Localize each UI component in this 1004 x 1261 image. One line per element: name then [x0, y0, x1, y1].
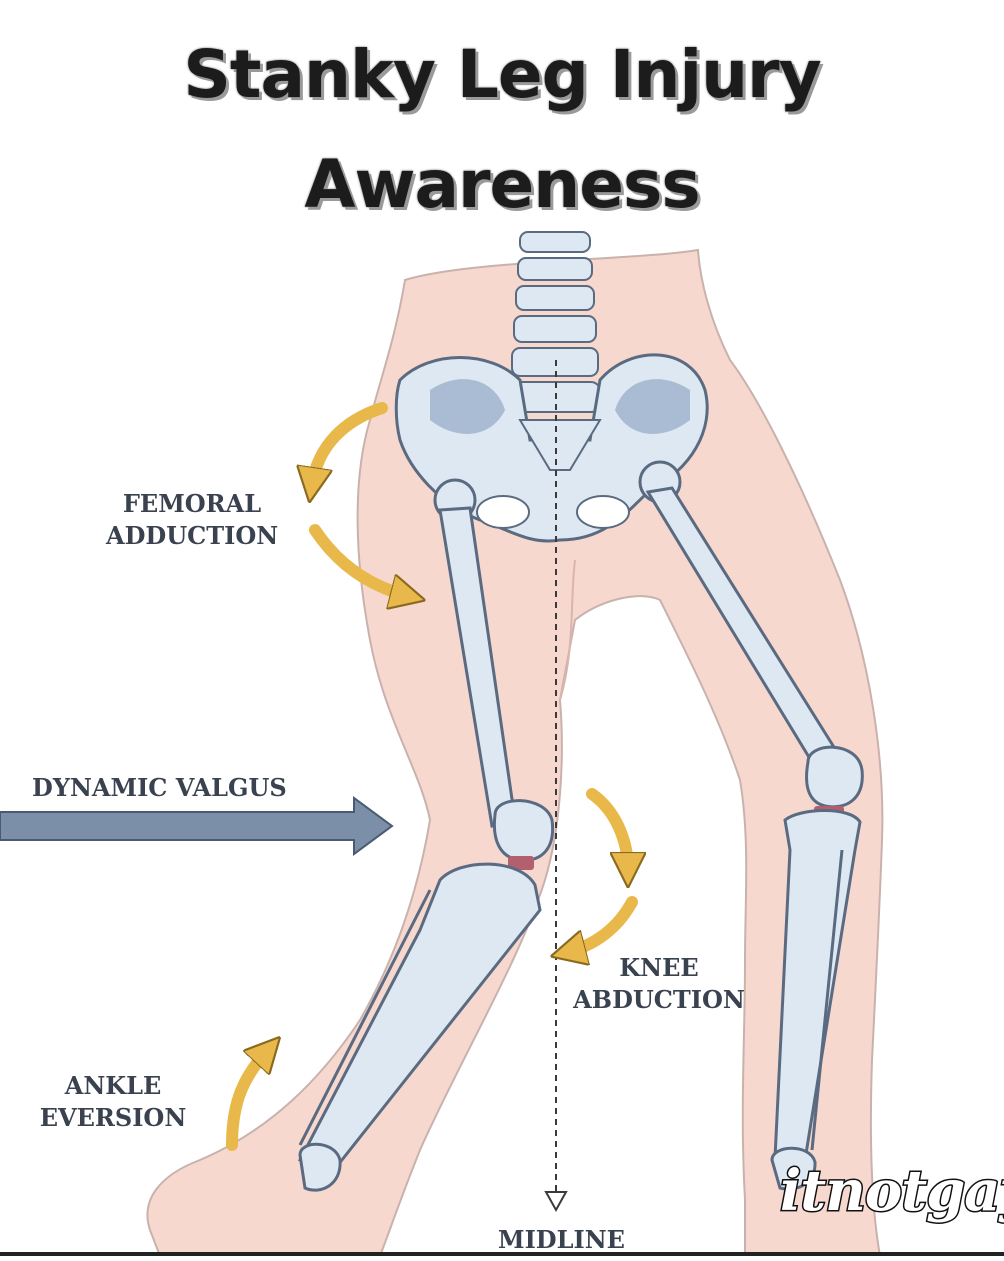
- watermark-text: itnotgay: [778, 1157, 1004, 1226]
- bottom-border: [0, 1252, 1004, 1256]
- title-line-2: Awareness: [304, 146, 700, 223]
- body-silhouette: [146, 248, 884, 1257]
- knee-label-line1: KNEE: [619, 953, 699, 982]
- midline-label: MIDLINE: [498, 1225, 625, 1254]
- ankle-eversion-arrow: [226, 1050, 268, 1151]
- dynamic-valgus-label: DYNAMIC VALGUS: [32, 773, 287, 802]
- femoral-adduction-arrows: [312, 402, 408, 596]
- knee-abduction-label: KNEE ABDUCTION: [568, 952, 750, 1017]
- right-tibia-fibula: [770, 809, 862, 1191]
- femoral-label-line2: ADDUCTION: [106, 521, 279, 551]
- title-line-1: Stanky Leg Injury: [183, 36, 821, 113]
- ankle-eversion-label: ANKLE EVERSION: [38, 1070, 188, 1135]
- midline-axis: [544, 360, 568, 1213]
- ankle-label-line2: EVERSION: [39, 1103, 187, 1133]
- femoral-label-line1: FEMORAL: [122, 489, 262, 518]
- left-tibia-fibula: [297, 862, 542, 1192]
- knee-abduction-arrows: [568, 788, 632, 952]
- left-femur: [433, 478, 555, 862]
- ankle-label-line1: ANKLE: [64, 1071, 162, 1100]
- right-femur: [638, 460, 864, 809]
- femoral-adduction-label: FEMORAL ADDUCTION: [106, 488, 278, 553]
- knee-label-line2: ABDUCTION: [573, 985, 745, 1015]
- dynamic-valgus-arrow: [0, 796, 394, 856]
- spine: [509, 231, 601, 413]
